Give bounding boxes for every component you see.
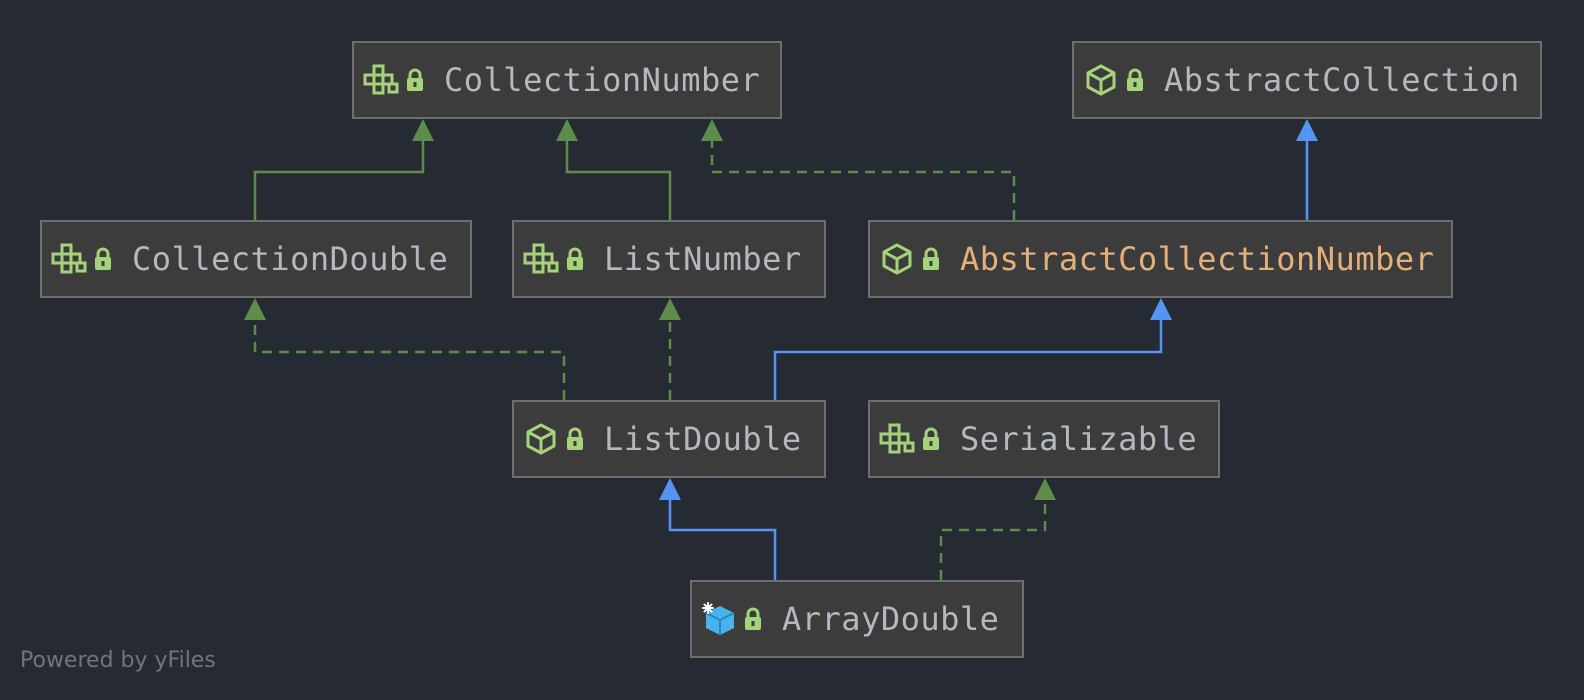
lock-icon [1122, 62, 1148, 98]
node-array-double[interactable]: ArrayDouble [690, 580, 1024, 658]
node-label: ArrayDouble [782, 600, 1000, 638]
arrowhead-list_double-to-list_number [659, 298, 681, 320]
node-abstract-collection-number[interactable]: AbstractCollectionNumber [868, 220, 1453, 298]
abstract-class-icon [1082, 62, 1120, 98]
lock-icon [562, 241, 588, 277]
interface-icon [878, 421, 916, 457]
class-icon [700, 601, 738, 637]
arrowhead-array_double-to-list_double [659, 478, 681, 500]
node-serializable[interactable]: Serializable [868, 400, 1220, 478]
interface-icon [362, 62, 400, 98]
node-label: AbstractCollection [1164, 61, 1520, 99]
node-label: AbstractCollectionNumber [960, 240, 1435, 278]
arrowhead-array_double-to-serializable [1034, 478, 1056, 500]
node-collection-number[interactable]: CollectionNumber [352, 41, 782, 119]
lock-icon [918, 241, 944, 277]
node-label: Serializable [960, 420, 1198, 458]
arrowhead-collection_double-to-collection_number [412, 119, 434, 141]
edge-list_double-to-collection_double [253, 320, 566, 400]
powered-by-text: Powered by yFiles [20, 648, 216, 673]
interface-icon [522, 241, 560, 277]
node-abstract-collection[interactable]: AbstractCollection [1072, 41, 1542, 119]
arrowhead-list_double-to-collection_double [244, 298, 266, 320]
node-label: ListDouble [604, 420, 802, 458]
abstract-class-icon [522, 421, 560, 457]
edge-array_double-to-list_double [668, 500, 777, 580]
edge-abstract_collection_number-to-collection_number [710, 141, 1016, 220]
abstract-class-icon [878, 241, 916, 277]
arrowhead-abstract_collection_number-to-collection_number [701, 119, 723, 141]
arrowhead-abstract_collection_number-to-abstract_collection [1296, 119, 1318, 141]
node-list-double[interactable]: ListDouble [512, 400, 826, 478]
edge-array_double-to-serializable [939, 500, 1047, 580]
lock-icon [740, 601, 766, 637]
node-label: ListNumber [604, 240, 802, 278]
interface-icon [50, 241, 88, 277]
lock-icon [918, 421, 944, 457]
lock-icon [402, 62, 428, 98]
lock-icon [562, 421, 588, 457]
node-collection-double[interactable]: CollectionDouble [40, 220, 472, 298]
lock-icon [90, 241, 116, 277]
node-label: CollectionNumber [444, 61, 761, 99]
edge-collection_double-to-collection_number [253, 141, 425, 220]
node-label: CollectionDouble [132, 240, 449, 278]
arrowhead-list_double-to-abstract_collection_number [1150, 298, 1172, 320]
arrowhead-list_number-to-collection_number [556, 119, 578, 141]
node-list-number[interactable]: ListNumber [512, 220, 826, 298]
edge-list_number-to-collection_number [565, 141, 672, 220]
edge-list_double-to-abstract_collection_number [773, 320, 1163, 400]
